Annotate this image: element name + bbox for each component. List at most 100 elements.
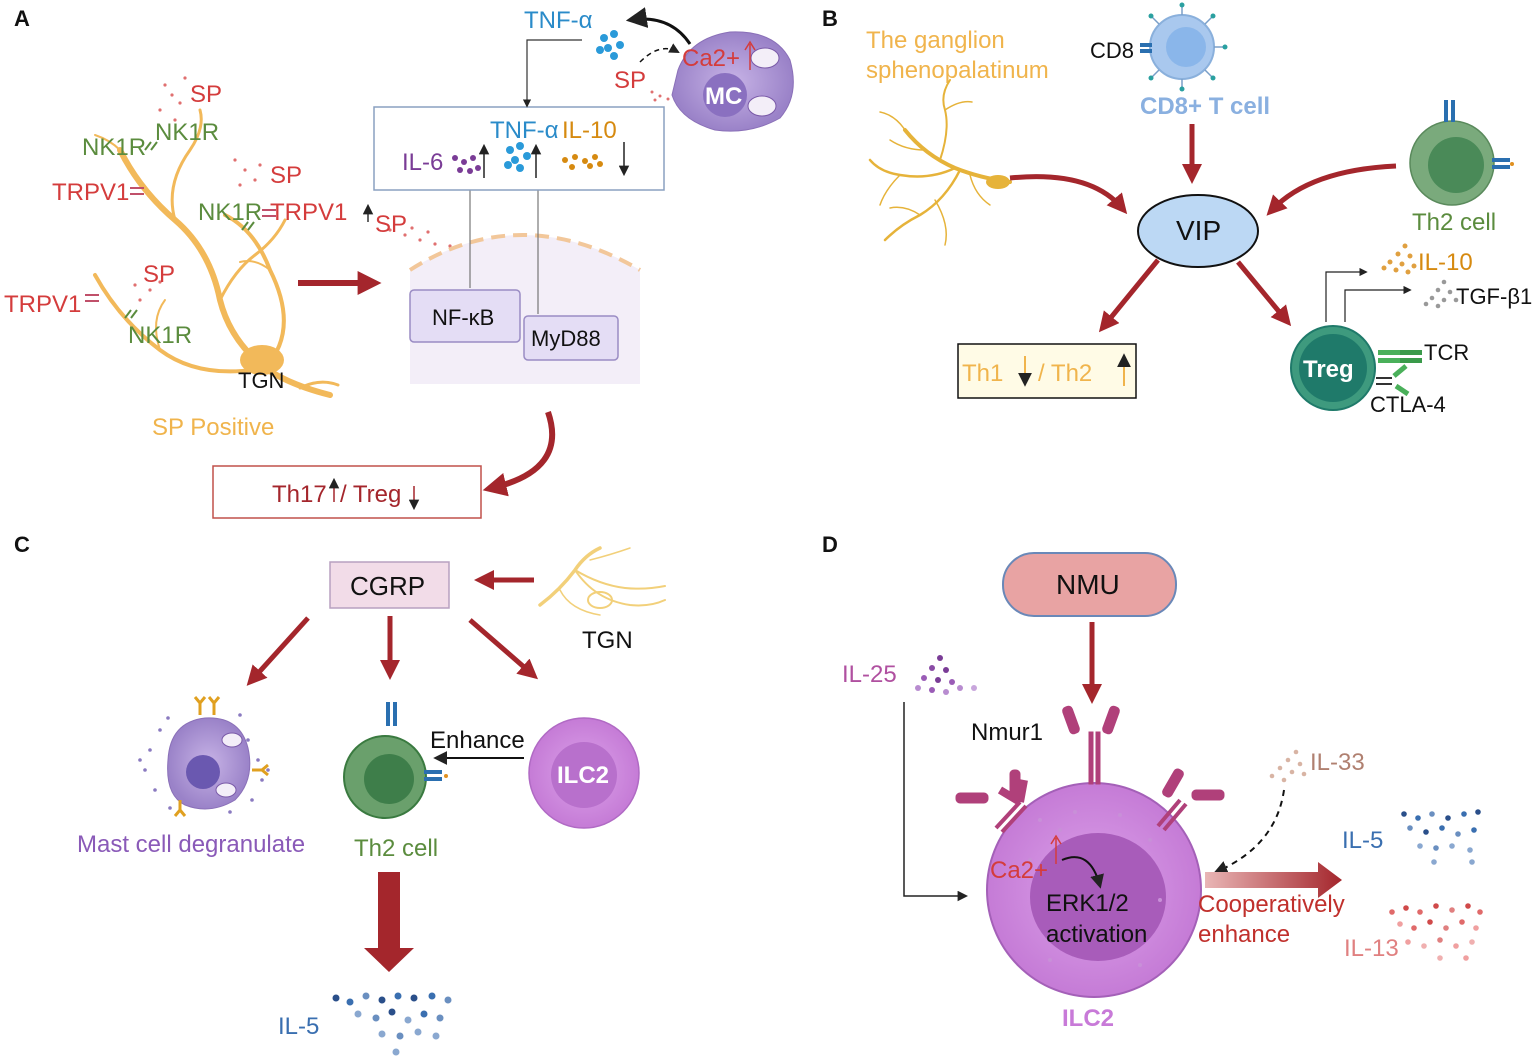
ca2-up-arrow-a bbox=[744, 40, 756, 70]
panel-b-letter: B bbox=[822, 6, 838, 31]
th2-cell-label-b: Th2 cell bbox=[1412, 209, 1496, 236]
th2-to-il5-head bbox=[364, 948, 414, 972]
tnf-dots-box bbox=[504, 142, 531, 172]
mast-cell-c bbox=[138, 696, 270, 817]
il6-dots bbox=[452, 155, 481, 174]
tnf-feedback-line bbox=[522, 39, 582, 108]
panel-a-letter: A bbox=[14, 6, 30, 31]
mast-cell-mc bbox=[671, 31, 794, 132]
il25-to-ilc2-line bbox=[903, 702, 969, 902]
th2-to-il5-shaft bbox=[378, 872, 400, 952]
trpv1-label-2: TRPV1 bbox=[270, 199, 347, 226]
il25-dots bbox=[915, 655, 977, 695]
coop-label-1: Cooperatively bbox=[1198, 891, 1345, 918]
th2-sep-label: / Th2 bbox=[1038, 360, 1092, 387]
th1-label: Th1 bbox=[962, 360, 1003, 387]
nfkb-box bbox=[409, 289, 521, 343]
ca2-up-arrow-d bbox=[1050, 834, 1062, 864]
il10-label-a: IL-10 bbox=[562, 117, 617, 144]
erk-label-1: ERK1/2 bbox=[1046, 890, 1129, 917]
th2-to-vip-arrow bbox=[1266, 163, 1397, 216]
panel-b: B The ganglion sphenopalatinum bbox=[822, 2, 1532, 417]
th1-th2-box bbox=[957, 343, 1137, 399]
il5-label-c: IL-5 bbox=[278, 1013, 319, 1040]
ilc2-cell-d bbox=[986, 782, 1202, 998]
cell-to-th17-arrow bbox=[482, 411, 556, 497]
nmur1-receptors bbox=[955, 705, 1225, 834]
il10-label-b: IL-10 bbox=[1418, 249, 1473, 276]
cooperative-arrow bbox=[1205, 862, 1342, 898]
vip-to-th1th2-arrow bbox=[1098, 258, 1160, 333]
cgrp-to-ilc2-arrow bbox=[468, 618, 539, 680]
sp-label-4: SP bbox=[375, 211, 407, 238]
nk1r-label-3: NK1R bbox=[198, 199, 262, 226]
th2-cell-label-c: Th2 cell bbox=[354, 835, 438, 862]
sp-dots-mc bbox=[650, 90, 670, 102]
tgfb-dots bbox=[1423, 279, 1459, 309]
sp-label-1: SP bbox=[190, 81, 222, 108]
tgn-label-c: TGN bbox=[582, 627, 633, 654]
sp-dots bbox=[133, 76, 452, 302]
nk1r-label-4: NK1R bbox=[128, 322, 192, 349]
vip-to-treg-arrow bbox=[1236, 260, 1292, 327]
treg-to-tgfb-line bbox=[1344, 285, 1412, 322]
cell-membrane bbox=[408, 233, 642, 272]
sp-positive-label: SP Positive bbox=[152, 414, 274, 441]
th2-cell-c bbox=[343, 702, 448, 819]
tgn-neuron-c bbox=[538, 546, 666, 616]
ca2-label-d: Ca2+ bbox=[990, 857, 1048, 884]
ganglion-neuron bbox=[868, 79, 1012, 246]
cgrp-label: CGRP bbox=[350, 571, 425, 601]
ganglion-to-vip-arrow bbox=[1009, 174, 1128, 215]
sp-to-mc-dashed bbox=[639, 43, 680, 63]
il6-label: IL-6 bbox=[402, 149, 443, 176]
panel-d: D NMU IL-25 Nmur1 Ca bbox=[822, 532, 1483, 1032]
sp-label-5: SP bbox=[614, 67, 646, 94]
mc-to-tnf-arrow bbox=[625, 7, 692, 45]
panel-c: C CGRP TGN Mas bbox=[14, 532, 666, 1056]
il5-dots-d bbox=[1401, 809, 1481, 865]
enhance-label: Enhance bbox=[430, 727, 525, 754]
coop-label-2: enhance bbox=[1198, 921, 1290, 948]
treg-label-a: / Treg bbox=[340, 481, 401, 508]
il33-dots bbox=[1269, 749, 1307, 783]
panel-c-letter: C bbox=[14, 532, 30, 557]
il33-label: IL-33 bbox=[1310, 749, 1365, 776]
ganglion-label-2: sphenopalatinum bbox=[866, 57, 1049, 84]
tcr-label: TCR bbox=[1424, 340, 1469, 365]
sp-label-3: SP bbox=[143, 261, 175, 288]
nmu-pill bbox=[1002, 552, 1177, 617]
myd88-box bbox=[523, 315, 619, 361]
tgfb1-label: TGF-β1 bbox=[1456, 284, 1532, 309]
sp-label-2: SP bbox=[270, 162, 302, 189]
mc-label: MC bbox=[705, 83, 742, 110]
ctla4-label: CTLA-4 bbox=[1370, 392, 1446, 417]
nmu-label: NMU bbox=[1056, 569, 1120, 600]
tgn-label: TGN bbox=[238, 368, 284, 393]
erk-label-2: activation bbox=[1046, 921, 1147, 948]
cd8-t-cell-label: CD8+ T cell bbox=[1140, 93, 1270, 120]
trpv1-label-3: TRPV1 bbox=[4, 291, 81, 318]
sp-positive-neuron bbox=[93, 108, 340, 398]
ilc2-label-c: ILC2 bbox=[557, 762, 609, 789]
il10-dots-b bbox=[1381, 243, 1417, 275]
nk1r-label-1: NK1R bbox=[155, 119, 219, 146]
panel-d-letter: D bbox=[822, 532, 838, 557]
cd8-label: CD8 bbox=[1090, 38, 1134, 63]
cgrp-box bbox=[329, 561, 450, 609]
tnf-alpha-label-top: TNF-α bbox=[524, 7, 593, 34]
tnf-alpha-label-box: TNF-α bbox=[490, 117, 559, 144]
il13-label: IL-13 bbox=[1344, 935, 1399, 962]
cd8-t-cell bbox=[1140, 2, 1228, 92]
il5-label-d: IL-5 bbox=[1342, 827, 1383, 854]
ilc2-cell-c bbox=[528, 717, 640, 829]
mast-cell-label: Mast cell degranulate bbox=[77, 831, 305, 858]
vip-label: VIP bbox=[1176, 215, 1221, 246]
il25-label: IL-25 bbox=[842, 661, 897, 688]
cgrp-to-mast-arrow bbox=[246, 616, 310, 686]
receptor-markers bbox=[85, 141, 276, 319]
il10-dots-a bbox=[562, 154, 603, 170]
th17-label: Th17 bbox=[272, 481, 327, 508]
nfkb-label: NF-κB bbox=[432, 305, 494, 330]
